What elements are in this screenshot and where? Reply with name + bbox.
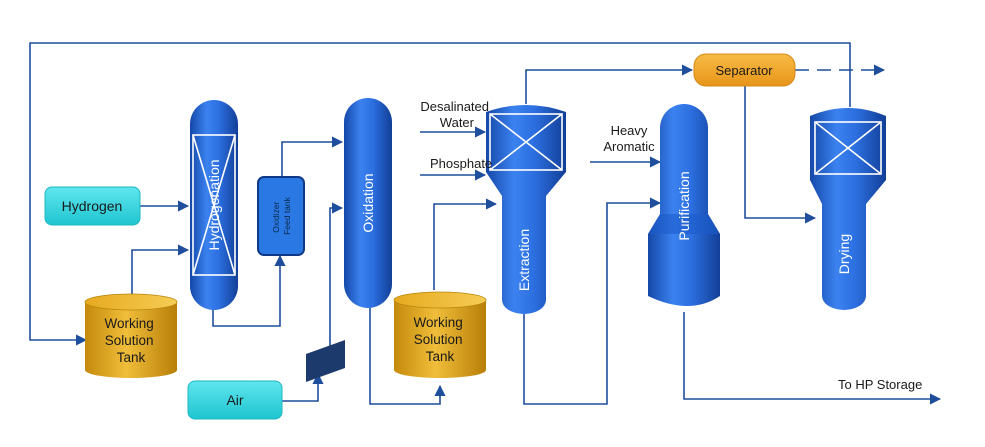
oxidation-vessel: Oxidation xyxy=(344,98,392,308)
tank2-to-extraction-line xyxy=(433,198,498,290)
air-input: Air xyxy=(187,380,283,420)
extraction-to-separator-line xyxy=(525,64,694,104)
separator-unit: Separator xyxy=(693,53,796,87)
oxidizer-feed-tank: Oxidizer Feed tank xyxy=(257,176,305,256)
hydrogenation-to-feedtank-line xyxy=(212,254,286,327)
purification-label: Purification xyxy=(676,171,692,240)
purification-column: Purification xyxy=(648,104,720,306)
tank1-to-hydrogenation-line xyxy=(131,244,190,294)
hydrogen-label: Hydrogen xyxy=(62,198,123,214)
hydrogenation-vessel: Hydrogenation xyxy=(190,100,238,310)
packed-bed-icon xyxy=(192,134,236,276)
air-label: Air xyxy=(226,392,243,408)
air-line xyxy=(282,372,324,402)
extraction-label: Extraction xyxy=(516,229,532,291)
hydrogen-input: Hydrogen xyxy=(44,186,141,226)
aromatic-label: Aromatic xyxy=(603,139,655,154)
desalinated-label: Desalinated xyxy=(420,99,489,114)
compressor-to-oxidation-line xyxy=(329,202,344,352)
to-hp-storage-label: To HP Storage xyxy=(838,377,922,392)
tank2-label: Working Solution Tank xyxy=(413,315,466,364)
tank1-label: Working Solution Tank xyxy=(104,316,157,365)
oxidation-label: Oxidation xyxy=(360,173,376,232)
water-label: Water xyxy=(440,115,475,130)
working-solution-tank-2: Working Solution Tank xyxy=(393,291,487,378)
hydrogenation-label: Hydrogenation xyxy=(206,159,222,250)
extraction-column: Extraction xyxy=(486,105,566,314)
extraction-to-purification-line xyxy=(523,197,662,405)
to-hp-storage-line xyxy=(683,312,942,405)
feedtank-to-oxidation-line xyxy=(281,136,344,180)
separator-to-drying-line xyxy=(744,86,817,224)
oxidation-to-tank2-line xyxy=(369,306,446,405)
drying-column: Drying xyxy=(810,108,886,310)
recycle-line xyxy=(29,42,851,346)
oxidizer-feed-label: Oxidizer Feed tank xyxy=(271,196,292,235)
packed-bed-icon xyxy=(814,121,882,175)
compressor-icon xyxy=(306,340,345,382)
phosphate-label: Phosphate xyxy=(430,156,492,171)
working-solution-tank-1: Working Solution Tank xyxy=(84,293,178,378)
heavy-label: Heavy xyxy=(611,123,648,138)
flow-lines xyxy=(29,42,942,405)
drying-label: Drying xyxy=(836,234,852,274)
separator-label: Separator xyxy=(715,63,773,78)
packed-bed-icon xyxy=(489,113,563,171)
